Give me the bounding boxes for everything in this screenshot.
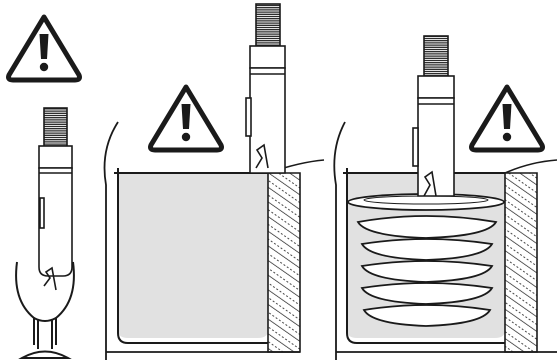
sink-basin: [346, 168, 505, 344]
blender-stick-3: [412, 35, 455, 197]
sink-wall-hatch: [504, 172, 538, 353]
dish-2: [356, 215, 498, 239]
warning-triangle-icon: [472, 87, 543, 150]
blender-stick-1: [38, 107, 73, 291]
dish-stack: [347, 193, 505, 327]
warning-triangle-icon: [9, 17, 80, 80]
dish-5: [360, 282, 494, 305]
panel-sink-dishes: [333, 35, 557, 360]
counter-edge-left: [333, 121, 346, 360]
counter-top-line: [504, 159, 557, 174]
dish-3: [360, 238, 494, 261]
wine-glass: [15, 261, 75, 359]
panel-sink-empty: [103, 3, 325, 360]
dish-4: [360, 260, 494, 283]
sink-wall-hatch: [267, 172, 301, 353]
blender-stick-2: [245, 3, 286, 174]
panel-glass: [9, 17, 80, 359]
counter-edge-left: [103, 121, 119, 360]
warning-triangle-icon: [151, 87, 222, 150]
sink-water: [118, 173, 268, 338]
sink-basin: [117, 168, 268, 344]
dish-6: [362, 304, 492, 327]
